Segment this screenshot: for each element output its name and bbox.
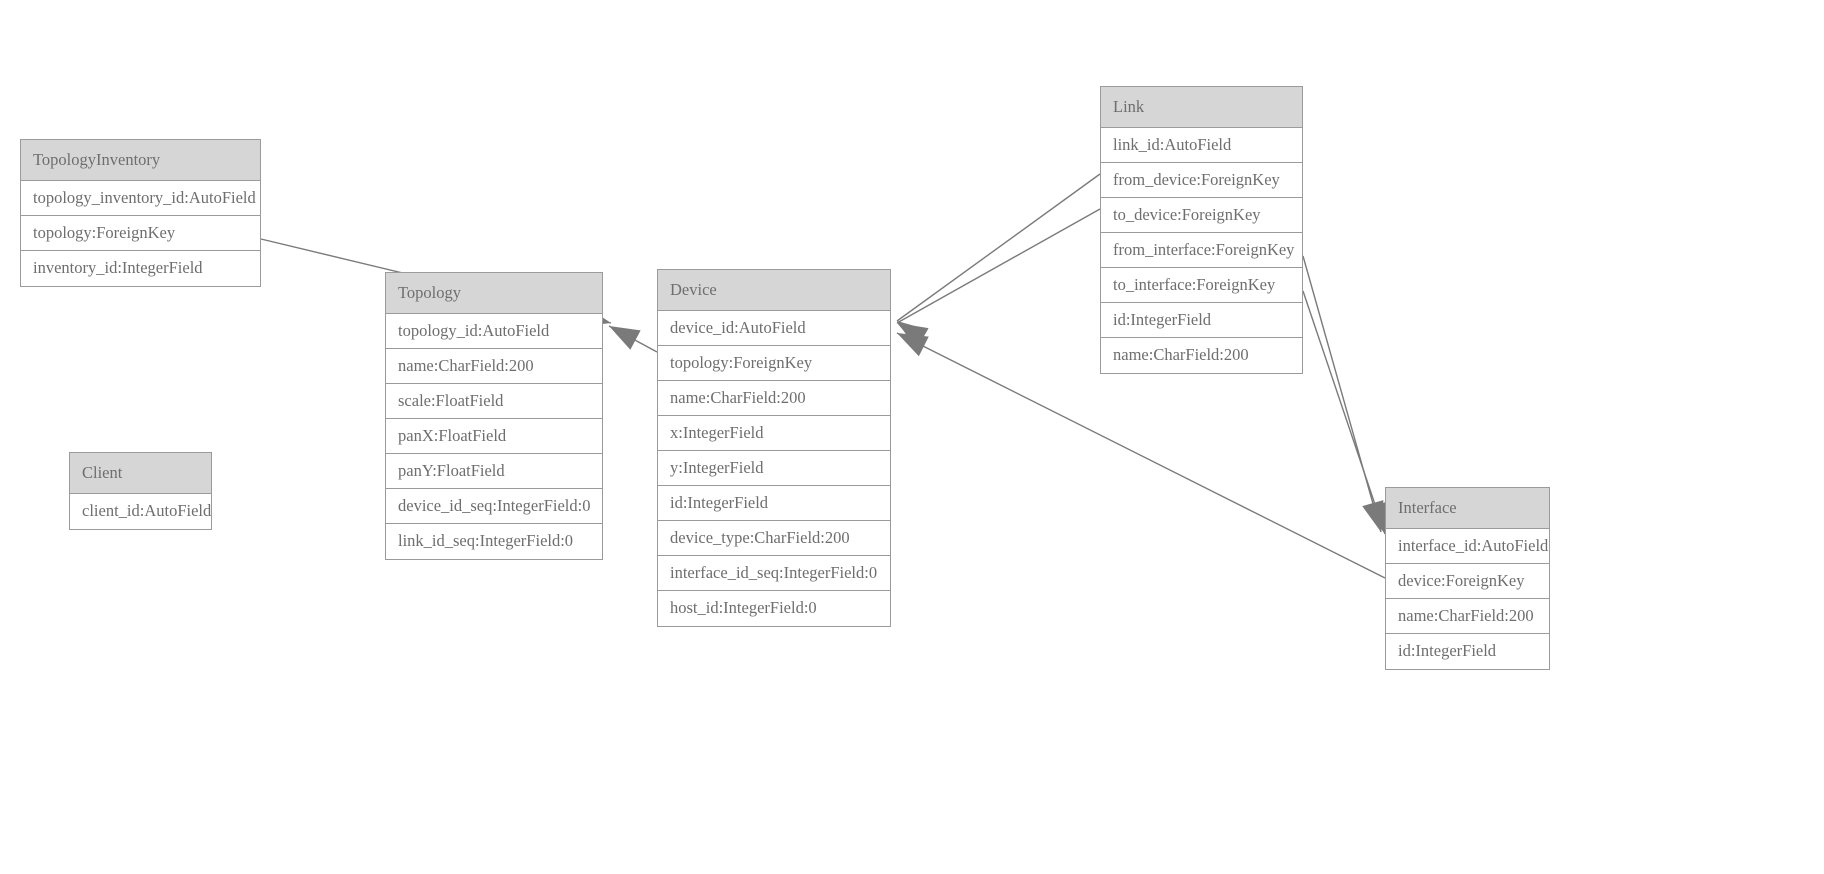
entity-field: topology_inventory_id:AutoField — [21, 181, 260, 216]
entity-field: panX:FloatField — [386, 419, 602, 454]
arrowhead-icon — [897, 321, 928, 348]
entity-title-device: Device — [658, 270, 890, 311]
entity-field: name:CharField:200 — [386, 349, 602, 384]
entity-field: client_id:AutoField — [70, 494, 211, 529]
rel-link-from-interface — [1302, 255, 1384, 533]
entity-field: name:CharField:200 — [1386, 599, 1549, 634]
entity-field: link_id_seq:IntegerField:0 — [386, 524, 602, 559]
entity-field: y:IntegerField — [658, 451, 890, 486]
entity-field: id:IntegerField — [1386, 634, 1549, 669]
entity-title-topology: Topology — [386, 273, 602, 314]
relationship-line — [896, 173, 1101, 322]
entity-field: inventory_id:IntegerField — [21, 251, 260, 286]
entity-field: x:IntegerField — [658, 416, 890, 451]
entity-field: device_type:CharField:200 — [658, 521, 890, 556]
entity-field: panY:FloatField — [386, 454, 602, 489]
entity-field: interface_id_seq:IntegerField:0 — [658, 556, 890, 591]
entity-field: name:CharField:200 — [1101, 338, 1302, 373]
entity-title-link: Link — [1101, 87, 1302, 128]
arrowhead-icon — [897, 323, 929, 348]
relationship-line — [896, 208, 1101, 324]
entity-field: topology:ForeignKey — [21, 216, 260, 251]
entity-title-client: Client — [70, 453, 211, 494]
entity-field: device_id:AutoField — [658, 311, 890, 346]
entity-title-interface: Interface — [1386, 488, 1549, 529]
entity-field: from_interface:ForeignKey — [1101, 233, 1302, 268]
arrowhead-icon — [609, 326, 641, 350]
entity-field: interface_id:AutoField — [1386, 529, 1549, 564]
relationship-line — [1302, 290, 1386, 535]
entity-field: host_id:IntegerField:0 — [658, 591, 890, 626]
rel-device-topology — [608, 325, 658, 353]
entity-field: scale:FloatField — [386, 384, 602, 419]
arrowhead-icon — [897, 333, 929, 357]
entity-field: link_id:AutoField — [1101, 128, 1302, 163]
entity-field: from_device:ForeignKey — [1101, 163, 1302, 198]
rel-link-from-device — [896, 173, 1101, 348]
entity-field: to_interface:ForeignKey — [1101, 268, 1302, 303]
entity-title-topology_inventory: TopologyInventory — [21, 140, 260, 181]
entity-field: device:ForeignKey — [1386, 564, 1549, 599]
entity-field: name:CharField:200 — [658, 381, 890, 416]
relationship-line — [1302, 255, 1382, 533]
entity-field: id:IntegerField — [1101, 303, 1302, 338]
entity-field: topology:ForeignKey — [658, 346, 890, 381]
rel-link-to-device — [896, 208, 1101, 348]
entity-field: to_device:ForeignKey — [1101, 198, 1302, 233]
relationship-line — [608, 325, 658, 353]
entity-field: id:IntegerField — [658, 486, 890, 521]
rel-link-to-interface — [1302, 290, 1386, 535]
entity-field: topology_id:AutoField — [386, 314, 602, 349]
entity-field: device_id_seq:IntegerField:0 — [386, 489, 602, 524]
